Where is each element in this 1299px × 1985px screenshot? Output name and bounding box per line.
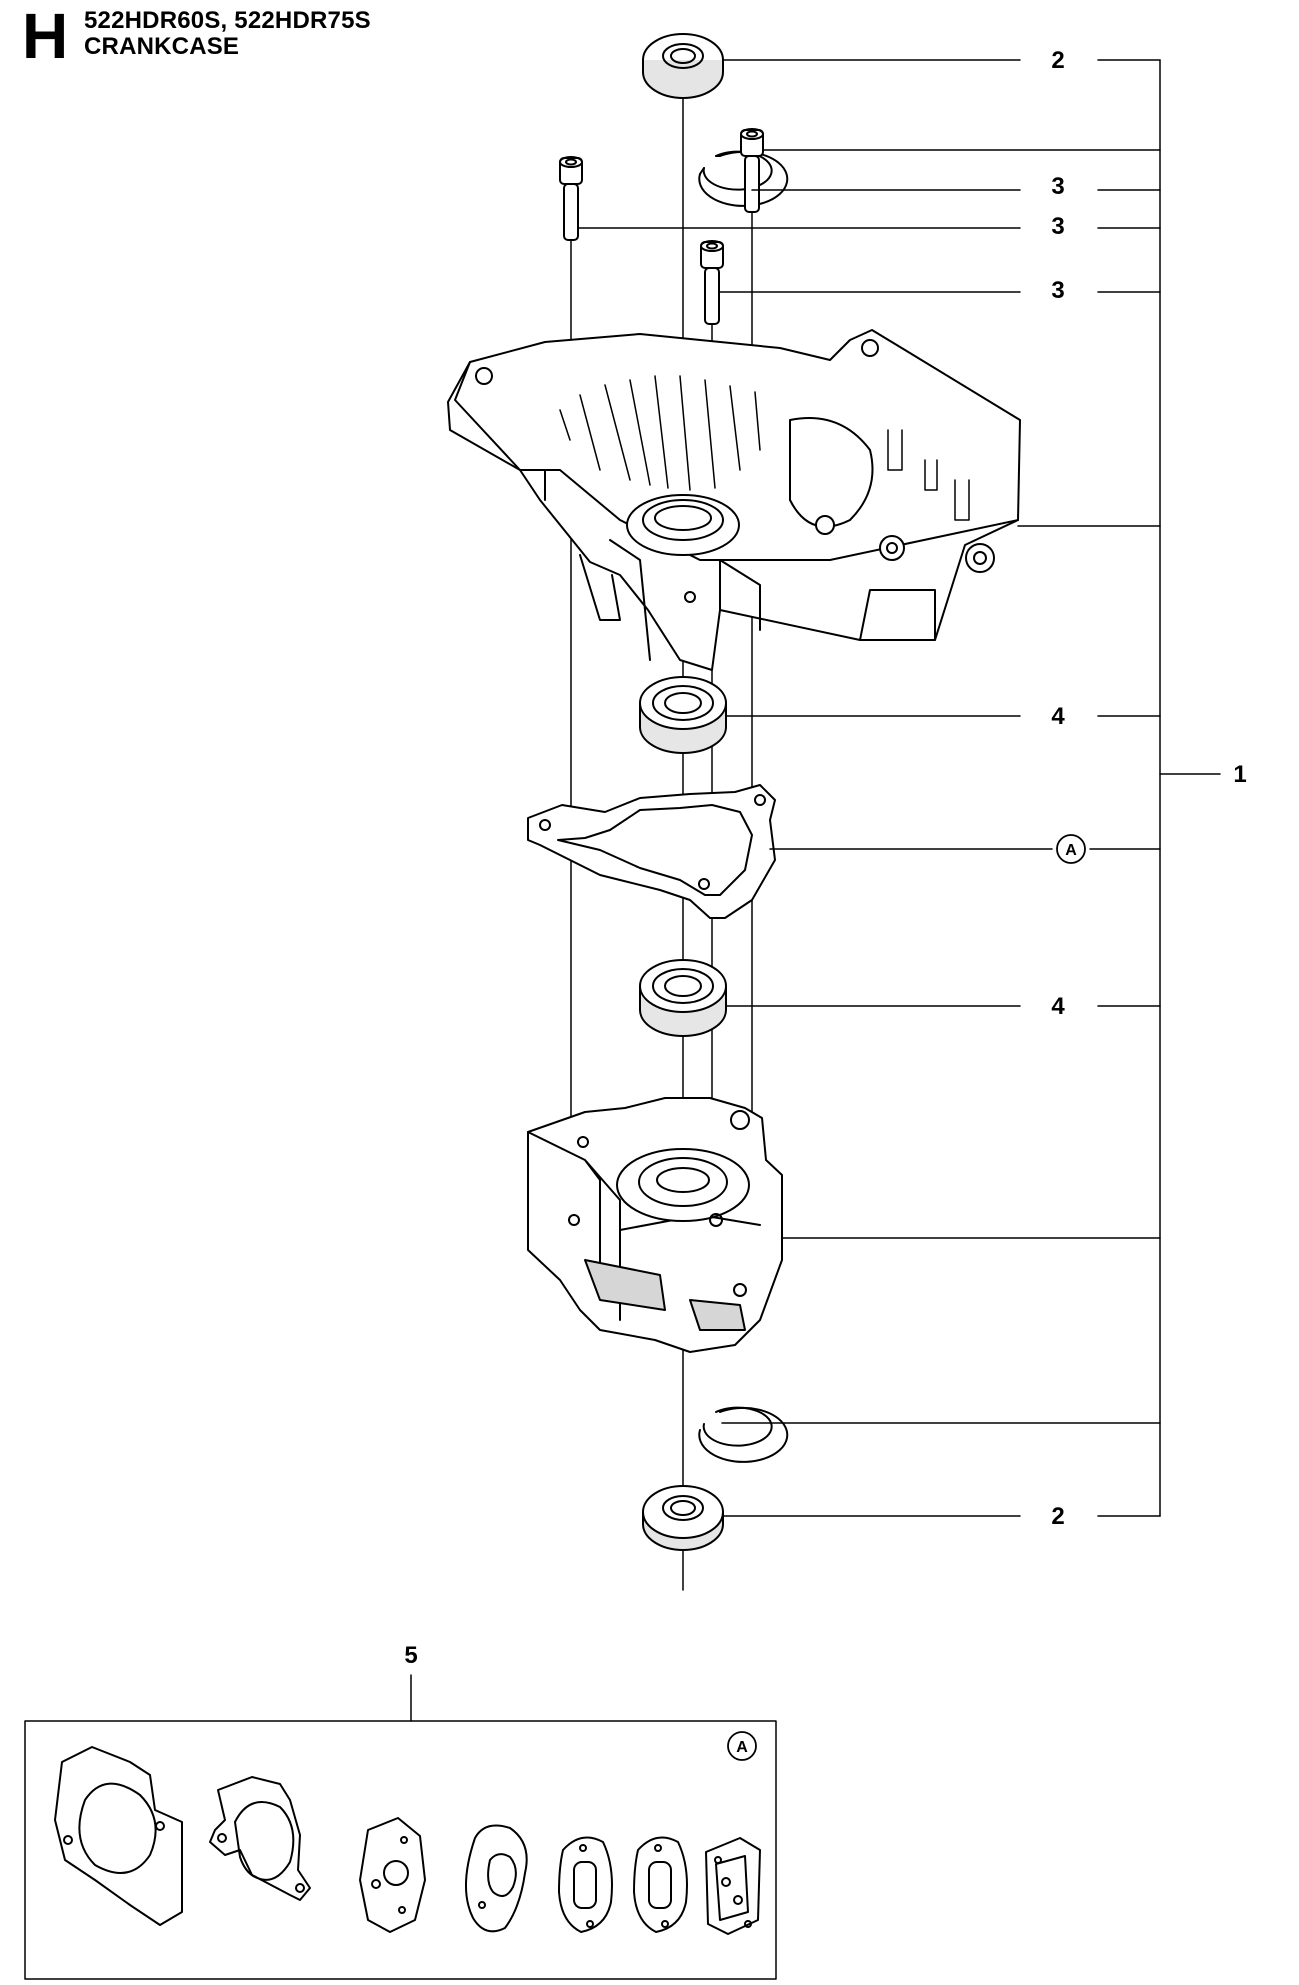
retaining-ring-icon: [698, 150, 789, 207]
section-letter: H: [22, 0, 69, 72]
socket-screw-icon: [559, 156, 583, 241]
socket-screw-icon: [740, 128, 764, 213]
callout-screw-2: 3: [1051, 213, 1064, 240]
callout-assembly: 1: [1233, 761, 1246, 788]
reference-circle-a: [1056, 834, 1086, 864]
callout-seal-bottom: 2: [1051, 1503, 1064, 1530]
gasket-kit-frame: [24, 1720, 777, 1980]
gasket-icon: [54, 1746, 183, 1926]
callout-screw-1: 3: [1051, 173, 1064, 200]
oil-seal-icon: [642, 1485, 724, 1551]
callout-screw-3: 3: [1051, 277, 1064, 304]
gasket-icon: [527, 784, 776, 919]
gasket-icon: [209, 1776, 311, 1901]
model-numbers: 522HDR60S, 522HDR75S: [84, 7, 371, 34]
crankcase-upper-half-icon: [447, 329, 1021, 671]
crankcase-lower-half-icon: [527, 1097, 783, 1353]
callout-seal-top: 2: [1051, 47, 1064, 74]
callout-gasket-ref: A: [1065, 842, 1077, 859]
callout-gasket-kit: 5: [404, 1642, 417, 1669]
callout-bearing-top: 4: [1051, 703, 1065, 730]
callout-kit-ref: A: [736, 1739, 748, 1756]
gasket-icon: [558, 1836, 613, 1933]
gasket-icon: [359, 1817, 426, 1933]
diagram-title: CRANKCASE: [84, 33, 240, 60]
gasket-icon: [465, 1824, 528, 1933]
oil-seal-icon: [642, 33, 724, 99]
gasket-icon: [705, 1837, 761, 1935]
leader-lines: [410, 59, 1221, 1722]
socket-screw-icon: [700, 240, 724, 325]
callout-bearing-bottom: 4: [1051, 993, 1065, 1020]
gasket-icon: [633, 1836, 688, 1933]
retaining-ring-icon: [698, 1406, 789, 1463]
reference-circle-a-kit: [727, 1731, 757, 1761]
ball-bearing-icon: [639, 676, 727, 754]
ball-bearing-icon: [639, 959, 727, 1037]
